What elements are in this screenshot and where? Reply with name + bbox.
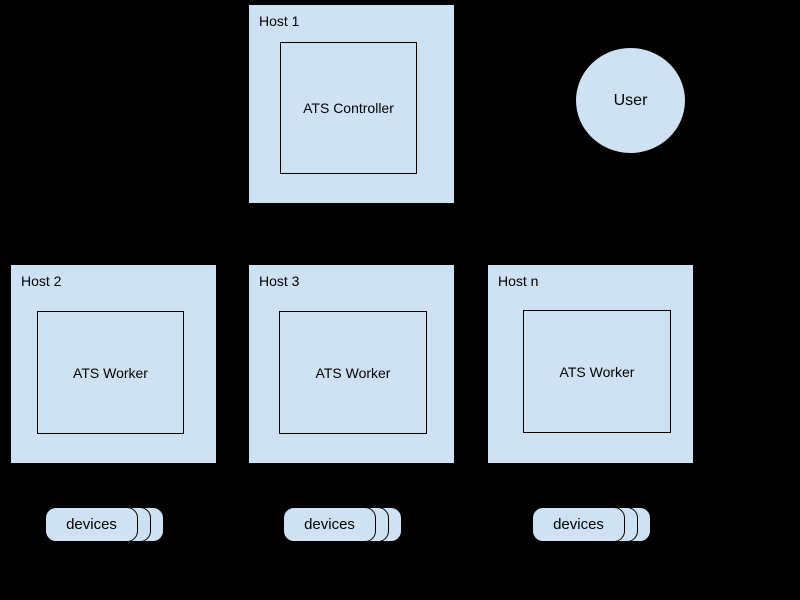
host-1-box: Host 1 ATS Controller — [248, 4, 455, 204]
user-label: User — [613, 91, 648, 109]
ats-worker-label-n: ATS Worker — [559, 363, 635, 380]
devices-stack-3-card-front: devices — [532, 507, 625, 542]
devices-label-1: devices — [66, 516, 117, 533]
ats-controller-label: ATS Controller — [303, 100, 394, 116]
devices-stack-2-card-front: devices — [283, 507, 376, 542]
devices-label-2: devices — [304, 516, 355, 533]
host-3-box: Host 3 ATS Worker — [248, 264, 455, 464]
ats-worker-label-2: ATS Worker — [315, 364, 391, 381]
devices-stack-2: devices — [283, 507, 403, 543]
devices-label-3: devices — [553, 516, 604, 533]
host-2-box: Host 2 ATS Worker — [10, 264, 217, 464]
host-2-label: Host 2 — [21, 273, 62, 289]
ats-controller-box: ATS Controller — [280, 42, 417, 174]
host-n-box: Host n ATS Worker — [487, 264, 694, 464]
host-1-label: Host 1 — [259, 13, 300, 29]
devices-stack-3: devices — [532, 507, 652, 543]
devices-stack-1-card-front: devices — [45, 507, 138, 542]
host-3-label: Host 3 — [259, 273, 300, 289]
ats-worker-box-2: ATS Worker — [279, 311, 427, 434]
user-circle: User — [575, 47, 686, 154]
host-n-label: Host n — [498, 273, 539, 289]
ats-worker-label-1: ATS Worker — [73, 364, 148, 381]
devices-stack-1: devices — [45, 507, 165, 543]
ats-worker-box-1: ATS Worker — [37, 311, 184, 434]
ats-worker-box-n: ATS Worker — [523, 310, 671, 433]
